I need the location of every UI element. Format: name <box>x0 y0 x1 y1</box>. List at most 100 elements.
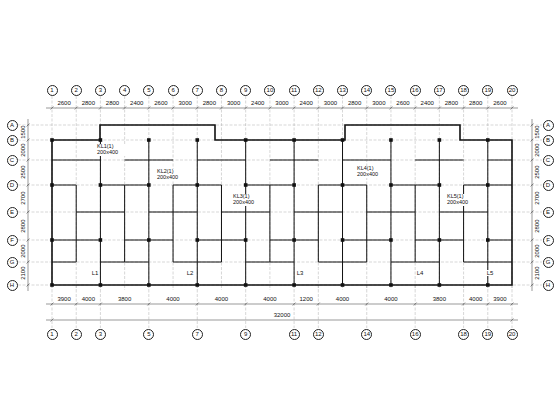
axis-number: 12 <box>315 331 322 337</box>
dimension-text: 4000 <box>214 296 229 302</box>
wall <box>246 262 270 263</box>
dimension-tick <box>244 303 247 306</box>
axis-number: B <box>546 137 550 143</box>
column <box>341 283 345 287</box>
axis-number: 13 <box>339 87 346 93</box>
dimension-text: 3900 <box>56 296 71 302</box>
dimension-text: 2400 <box>129 100 144 106</box>
wall <box>124 185 125 262</box>
axis-number: B <box>10 137 14 143</box>
wall <box>318 185 319 262</box>
wall <box>125 240 149 241</box>
wall <box>125 185 149 186</box>
dimension-tick <box>462 303 465 306</box>
beam-label: KL3(1) 200x400 <box>232 194 264 206</box>
dimension-text: 4000 <box>383 296 398 302</box>
axis-bubble: B <box>7 135 18 146</box>
grid-line <box>18 125 542 126</box>
axis-number: 17 <box>436 87 443 93</box>
dimension-text: 2500 <box>534 165 540 180</box>
dimension-tick <box>531 211 534 214</box>
wall <box>415 160 439 161</box>
wall <box>318 185 342 186</box>
column <box>147 238 151 242</box>
wall <box>76 240 100 241</box>
dimension-tick <box>511 319 514 322</box>
axis-number: 11 <box>291 87 297 93</box>
wall <box>52 262 76 263</box>
dimension-text: 4000 <box>468 296 483 302</box>
dimension-tick <box>317 303 320 306</box>
dimension-tick <box>317 107 320 110</box>
column <box>341 238 345 242</box>
wall <box>246 212 270 213</box>
axis-bubble: F <box>7 235 18 246</box>
wall <box>367 240 391 241</box>
grid-line <box>294 285 295 328</box>
axis-number: 12 <box>315 87 322 93</box>
axis-number: 1 <box>50 87 53 93</box>
dimension-line <box>532 119 533 291</box>
dimension-tick <box>123 107 126 110</box>
grid-line <box>100 285 101 328</box>
axis-number: 7 <box>196 87 199 93</box>
dimension-tick <box>414 107 417 110</box>
dimension-line <box>46 304 518 305</box>
axis-bubble: 7 <box>192 329 203 340</box>
dimension-text: 2600 <box>395 100 410 106</box>
dimension-tick <box>486 107 489 110</box>
axis-bubble: 4 <box>119 85 130 96</box>
column <box>292 138 296 142</box>
wall <box>270 240 294 241</box>
wall <box>294 212 318 213</box>
wall <box>343 160 367 161</box>
beam-label: L3 <box>296 270 305 276</box>
dimension-text: 3800 <box>432 296 447 302</box>
dimension-tick <box>147 107 150 110</box>
dimension-tick <box>531 184 534 187</box>
column <box>438 138 442 142</box>
dimension-text: 2800 <box>534 218 540 233</box>
beam-label: L2 <box>186 270 195 276</box>
wall <box>52 185 76 186</box>
axis-number: 18 <box>460 87 467 93</box>
dimension-tick <box>414 303 417 306</box>
column <box>389 138 393 142</box>
dimension-text: 4000 <box>81 296 96 302</box>
dimension-tick <box>511 303 514 306</box>
axis-bubble: C <box>7 155 18 166</box>
column <box>341 138 345 142</box>
column <box>50 183 54 187</box>
dimension-line <box>28 119 29 291</box>
axis-number: D <box>546 182 550 188</box>
wall <box>149 240 173 241</box>
axis-number: F <box>10 237 14 243</box>
wall <box>343 262 367 263</box>
axis-bubble: 12 <box>313 329 324 340</box>
dimension-tick <box>27 184 30 187</box>
axis-number: 3 <box>99 331 102 337</box>
column <box>486 183 490 187</box>
beam-label: L4 <box>416 270 425 276</box>
column <box>50 238 54 242</box>
wall <box>439 212 463 213</box>
column <box>195 283 199 287</box>
axis-bubble: D <box>7 180 18 191</box>
grid-line <box>463 285 464 328</box>
dimension-tick <box>27 139 30 142</box>
axis-bubble: A <box>7 120 18 131</box>
axis-number: G <box>10 259 15 265</box>
dimension-text: 2000 <box>20 142 26 157</box>
wall <box>52 240 76 241</box>
axis-bubble: 13 <box>337 85 348 96</box>
wall <box>270 185 294 186</box>
wall <box>391 212 415 213</box>
dimension-text: 4000 <box>262 296 277 302</box>
axis-number: 4 <box>123 87 126 93</box>
dimension-tick <box>486 303 489 306</box>
dimension-tick <box>99 107 102 110</box>
dimension-line <box>46 108 518 109</box>
dimension-tick <box>172 107 175 110</box>
dimension-tick <box>341 107 344 110</box>
